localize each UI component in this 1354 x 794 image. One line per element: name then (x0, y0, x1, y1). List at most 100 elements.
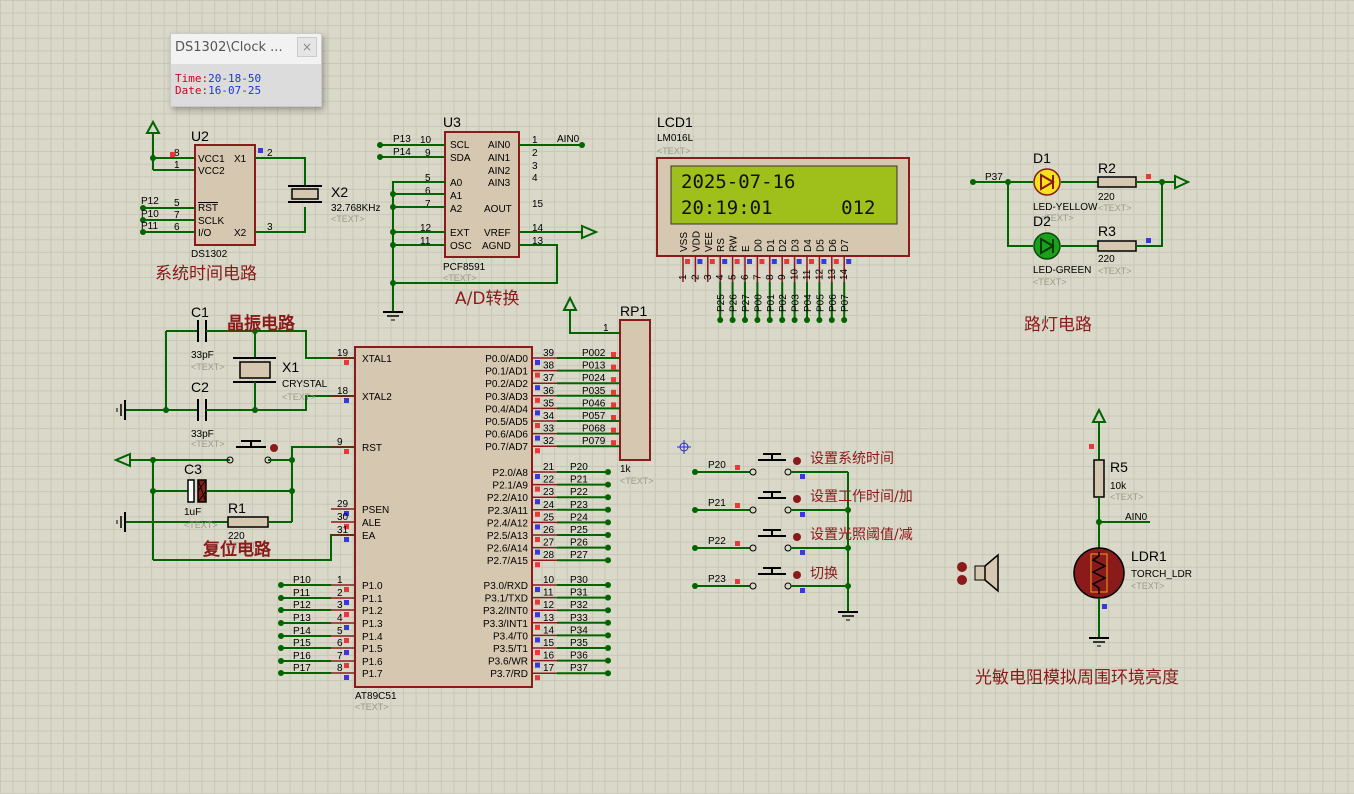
pin-marker (685, 259, 690, 264)
ldr-circuit[interactable]: AIN0 R5 10k <TEXT> LDR1 TORCH_LDR <TEXT> (1073, 407, 1192, 647)
mcu-right-net-dot (605, 594, 611, 601)
street-light-circuit[interactable]: P37 D1 LED-YELLOW <TEXT> D2 LED-GREEN <T… (970, 150, 1191, 287)
pin-marker (344, 612, 349, 617)
u3-ref: U3 (443, 114, 461, 130)
ldr-text: <TEXT> (1131, 581, 1165, 591)
mcu-left-net-label: P16 (293, 651, 311, 662)
d2-ref: D2 (1033, 213, 1051, 229)
mcu-right-net-dot (605, 657, 611, 664)
crystal-circuit[interactable]: C1 33pF <TEXT> C2 33pF <TEXT> X1 CRYSTAL… (116, 304, 355, 449)
c2-ref: C2 (191, 379, 209, 395)
x2-crystal[interactable]: X2 32.768KHz <TEXT> (288, 184, 380, 224)
reset-circuit[interactable]: C3 1uF <TEXT> R1 220 <TEXT> 复位电路 (113, 440, 355, 561)
push-button-1[interactable]: P20 (692, 453, 848, 479)
u2-pin-x1: X1 (234, 154, 247, 165)
mcu-right-net-label: P36 (570, 651, 588, 662)
u3-num: 3 (532, 161, 538, 172)
mcu-right-net-dot (605, 632, 611, 639)
pin-marker (611, 402, 616, 408)
lcd-text: <TEXT> (657, 146, 691, 156)
lcd-pin-num: 12 (814, 268, 825, 280)
c3-ref: C3 (184, 461, 202, 477)
mcu-left-net-label: P13 (293, 613, 311, 624)
pin-marker (611, 389, 616, 395)
u3-text: <TEXT> (443, 273, 477, 283)
rp1-resistor-pack[interactable]: RP1 1k <TEXT> 1 (562, 295, 654, 486)
pin-marker (535, 435, 540, 441)
r1-ref: R1 (228, 500, 246, 516)
btn-net-label: P20 (708, 460, 726, 471)
u3-num: 4 (532, 173, 538, 184)
mcu-right-pin-label: P0.3/AD3 (485, 392, 528, 403)
mcu-right-pin-num: 21 (543, 462, 555, 473)
lcd-pin-num: 9 (777, 274, 788, 280)
lcd-pin-num: 10 (790, 268, 801, 280)
push-button-3[interactable]: P22 (692, 529, 848, 555)
pin-marker (784, 259, 790, 264)
btn-net-label: P21 (708, 498, 726, 509)
lcd-pin-label: D1 (766, 239, 777, 252)
label-crystal: 晶振电路 (227, 313, 296, 334)
mcu-left-pin-label: P1.6 (362, 657, 383, 668)
mcu-left-pin-num: 8 (337, 663, 343, 674)
close-icon[interactable]: × (297, 37, 317, 57)
mcu-left-pin-label: P1.0 (362, 581, 383, 592)
c1-text: <TEXT> (191, 362, 225, 372)
clock-popup-window[interactable]: DS1302\Clock ... × Time:20-18-50 Date:16… (170, 33, 322, 107)
pin-marker (535, 662, 540, 668)
btn-contact (784, 582, 792, 590)
mcu-left-net-dot (278, 658, 284, 664)
r5-value: 10k (1110, 481, 1127, 492)
u2-pin-vcc1: VCC1 (198, 154, 225, 165)
pin-marker (535, 637, 540, 643)
lcd-pin-label: D7 (840, 239, 851, 252)
pin-marker (735, 579, 740, 584)
r2-text: <TEXT> (1098, 203, 1132, 213)
pin-marker (611, 364, 616, 370)
u3-pin: VREF (484, 228, 511, 239)
mcu-right-pin-label: P2.4/A12 (487, 518, 529, 529)
x2-value: 32.768KHz (331, 203, 380, 214)
buzzer-icon[interactable] (957, 553, 999, 593)
mcu-at89c51[interactable]: AT89C51 <TEXT> XTAL119XTAL218RST9PSEN29A… (278, 346, 620, 712)
mcu-right-net-label: P25 (570, 525, 588, 536)
lcd-ref: LCD1 (657, 114, 693, 130)
label-btn1: 设置系统时间 (810, 451, 894, 467)
lcd-pin-num: 8 (765, 274, 776, 280)
mcu-right-net-label: P035 (582, 386, 606, 397)
pin-marker (535, 537, 540, 542)
x2-ref: X2 (331, 184, 348, 200)
push-button-4[interactable]: P23 (692, 567, 848, 593)
pin-marker (535, 511, 540, 517)
mcu-left-pin-label: P1.4 (362, 632, 383, 643)
mcu-left-pin-label: P1.1 (362, 594, 383, 605)
mcu-right-pin-num: 25 (543, 512, 555, 523)
mcu-right-net-label: P079 (582, 436, 606, 447)
label-ad: A/D转换 (455, 289, 519, 309)
pin-marker (344, 537, 349, 542)
mcu-left-pin-label: P1.7 (362, 669, 383, 680)
lcd-pins: VSS1VDD2VEE3RS4RW5E6D07D18D29D310D411D51… (678, 231, 852, 323)
c2-text: <TEXT> (191, 439, 225, 449)
push-button-2[interactable]: P21 (692, 491, 848, 517)
date-row: Date:16-07-25 (175, 85, 261, 97)
u3-pin: EXT (450, 228, 469, 239)
c1-value: 33pF (191, 350, 214, 361)
u3-num: 13 (532, 236, 544, 247)
u3-pcf8591[interactable]: U3 SCL SDA A0 A1 A2 EXT OSC AIN0 AIN1 AI… (377, 114, 599, 321)
mcu-right-net-label: P33 (570, 613, 588, 624)
mcu-right-pin-label: P2.7/A15 (487, 556, 529, 567)
mcu-left-pin-label: PSEN (362, 505, 389, 516)
lcd1-lm016l[interactable]: LCD1 LM016L <TEXT> 2025-07-16 20:19:01 0… (656, 114, 910, 323)
u3-num: 5 (425, 173, 431, 184)
mcu-right-net-label: P37 (570, 663, 588, 674)
u2-ds1302[interactable]: U2 VCC1 VCC2 X1 X2 RST SCLK I/O 8 1 2 3 … (140, 119, 306, 260)
mcu-right-net-label: P27 (570, 550, 588, 561)
mcu-right-pin-num: 12 (543, 600, 555, 611)
pin-marker (535, 423, 540, 428)
net-label: P10 (141, 209, 159, 220)
mcu-right-net-dot (605, 481, 611, 488)
u3-num: 1 (532, 135, 538, 146)
